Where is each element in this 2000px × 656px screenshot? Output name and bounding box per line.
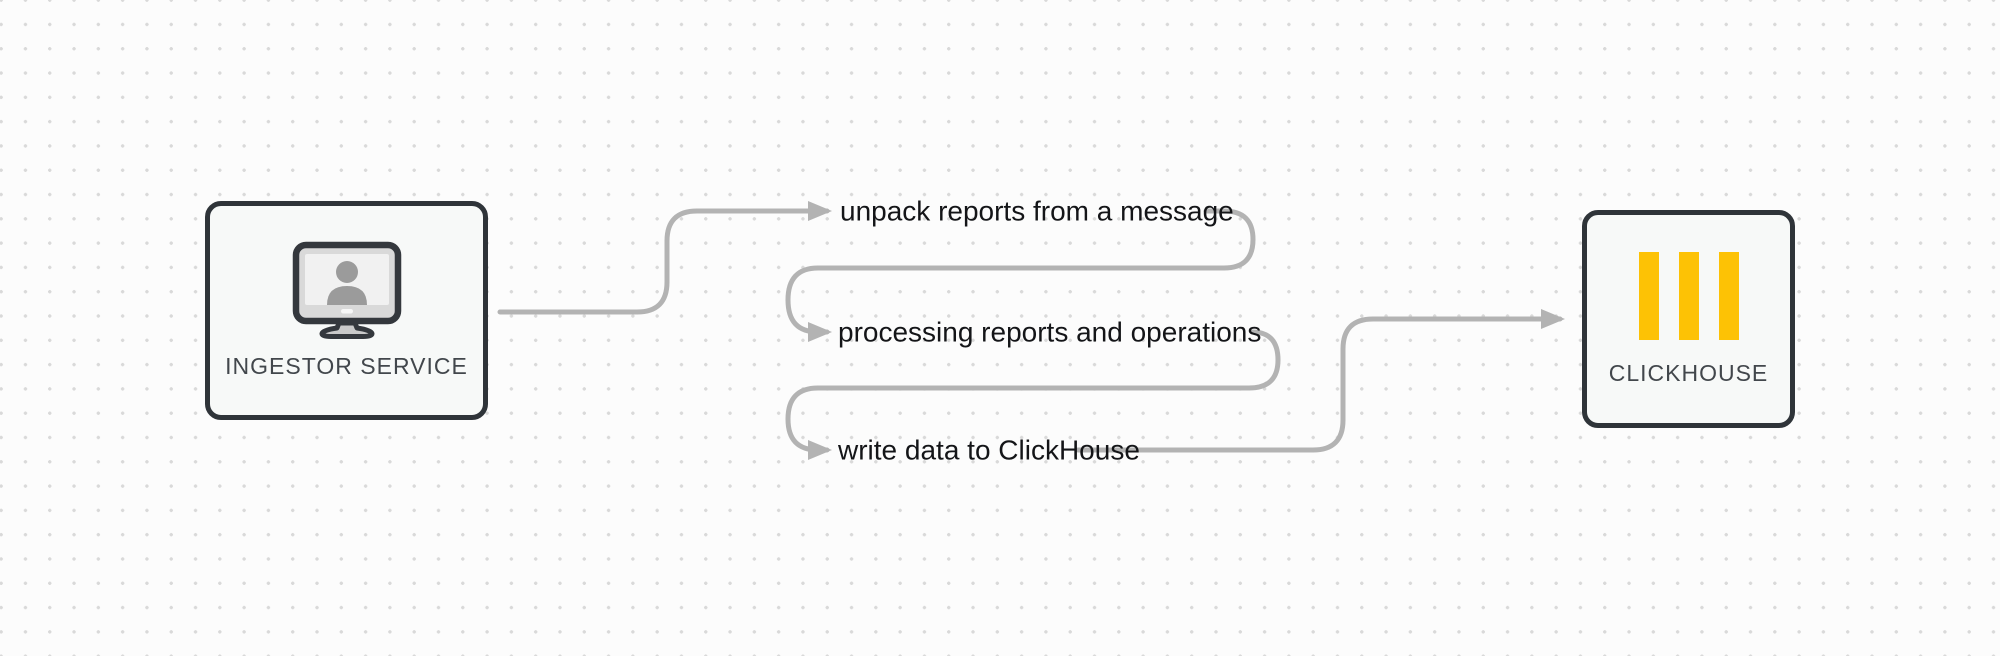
node-ingestor-service[interactable]: INGESTOR SERVICE	[205, 201, 488, 420]
connector-step1-to-step2	[785, 208, 1256, 342]
monitor-user-icon	[292, 241, 401, 339]
connector-ingestor-to-step1	[497, 201, 832, 315]
step-label-processing[interactable]: processing reports and operations	[838, 316, 1262, 348]
step-label-write[interactable]: write data to ClickHouse	[838, 434, 1140, 466]
node-clickhouse[interactable]: CLICKHOUSE	[1582, 210, 1795, 428]
step-label-unpack[interactable]: unpack reports from a message	[840, 195, 1234, 227]
clickhouse-logo-icon	[1638, 251, 1739, 340]
node-label-ingestor: INGESTOR SERVICE	[225, 353, 468, 379]
connector-step2-to-step3	[785, 329, 1281, 460]
clickhouse-logo-bar	[1718, 251, 1739, 340]
clickhouse-logo-bar	[1638, 251, 1659, 340]
clickhouse-logo-bar	[1678, 251, 1699, 340]
node-label-clickhouse: CLICKHOUSE	[1608, 359, 1769, 386]
